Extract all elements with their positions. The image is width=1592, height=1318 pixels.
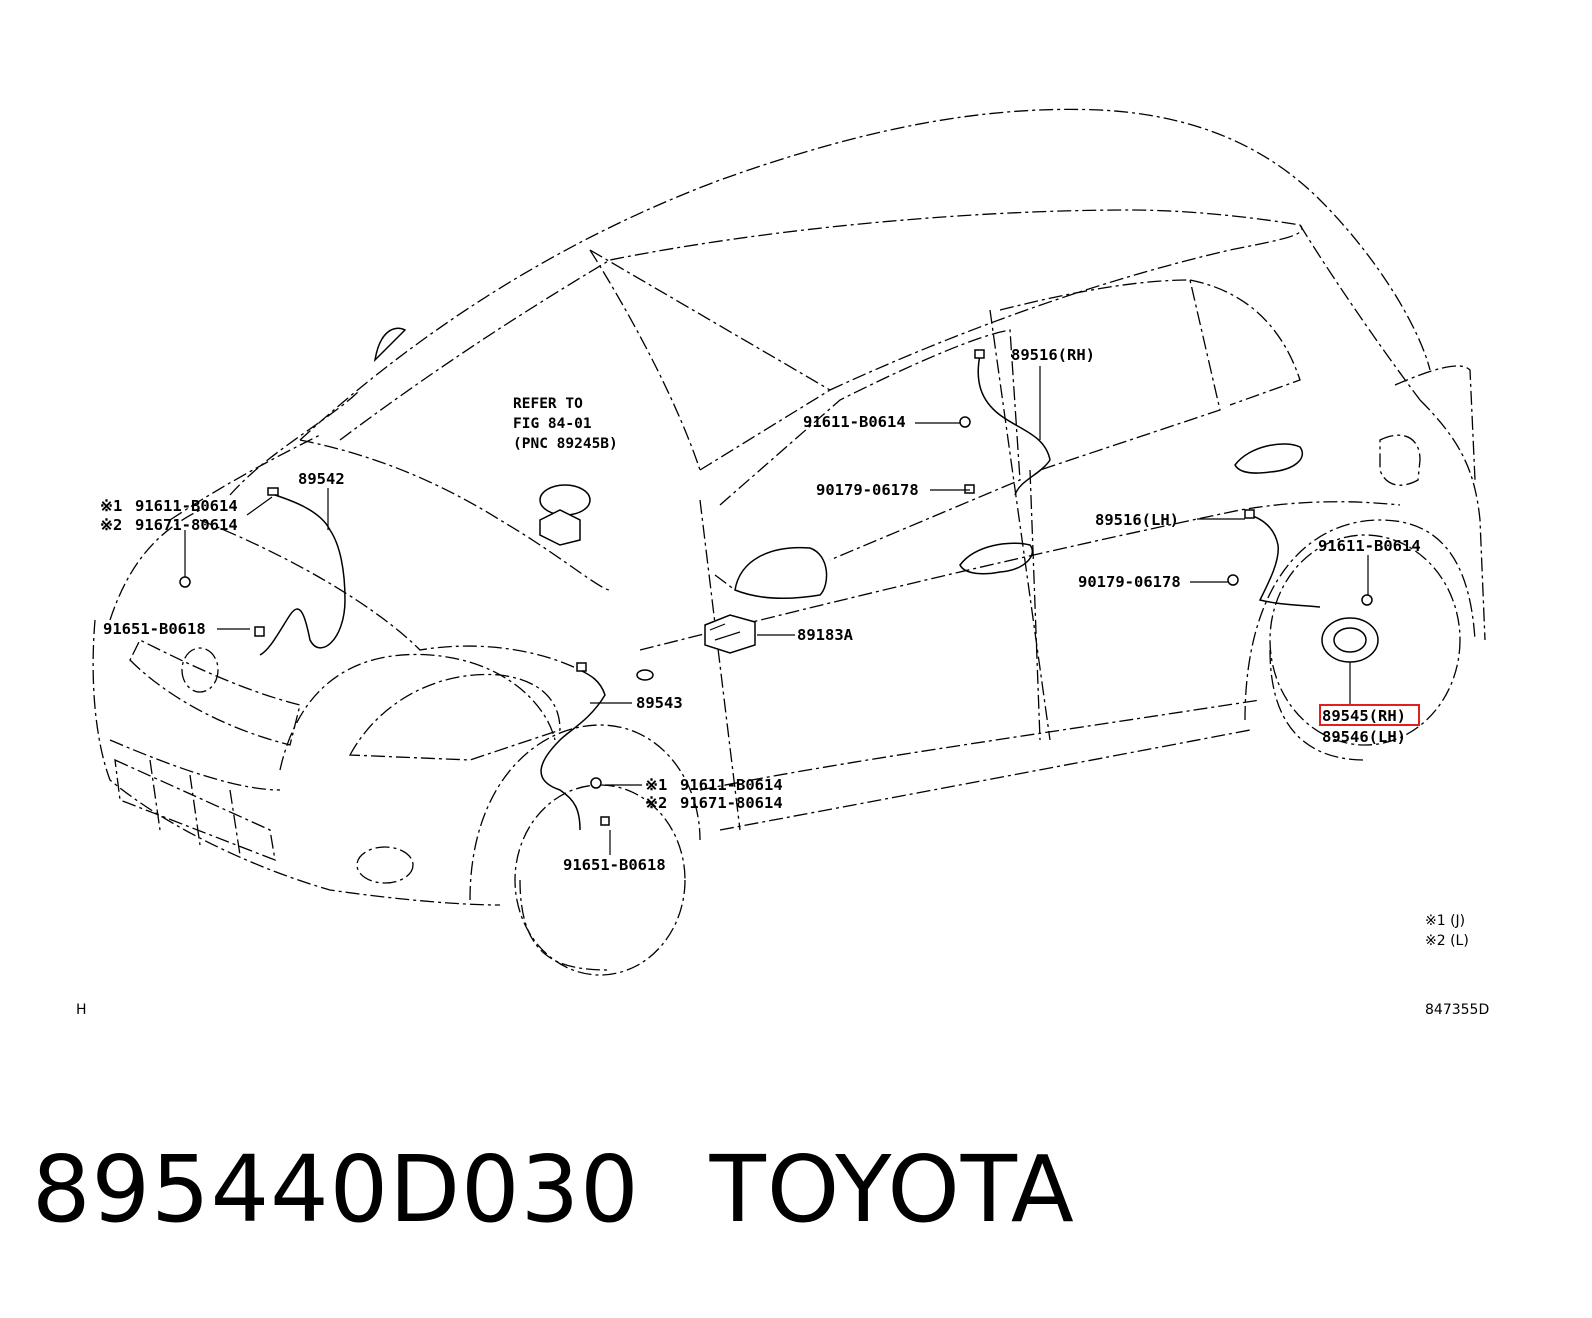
label-89545-rh[interactable]: 89545(RH): [1322, 707, 1406, 725]
refer-note-line-2: FIG 84-01: [513, 416, 592, 432]
refer-note: REFER TO FIG 84-01 (PNC 89245B): [513, 396, 618, 452]
label-90179-06178-right[interactable]: 90179-06178: [1078, 573, 1181, 591]
corner-code-right: 847355D: [1425, 1002, 1489, 1018]
part-spiral-cable: [539, 484, 591, 546]
label-front-91611-marker: ※1: [645, 776, 667, 794]
label-89542[interactable]: 89542: [298, 470, 345, 488]
label-89546-lh[interactable]: 89546(LH): [1322, 728, 1406, 746]
label-89516-lh[interactable]: 89516(LH): [1095, 511, 1179, 529]
label-left-91651[interactable]: 91651-B0618: [103, 620, 206, 638]
part-rear-harness-lh: [1227, 509, 1373, 608]
label-front-91611[interactable]: 91611-B0614: [680, 776, 783, 794]
label-left-91611-marker: ※1: [100, 497, 122, 515]
label-89183a[interactable]: 89183A: [797, 626, 854, 644]
leader-lines: [184, 366, 1369, 855]
part-rear-axle-hub-89545: [1321, 617, 1379, 663]
highlight-box: [1319, 704, 1420, 726]
label-left-91671-marker: ※2: [100, 516, 122, 534]
label-91611-b0614-center[interactable]: 91611-B0614: [803, 413, 906, 431]
label-89516-rh[interactable]: 89516(RH): [1011, 346, 1095, 364]
label-front-91671[interactable]: 91671-80614: [680, 794, 783, 812]
part-rear-harness-rh: [959, 349, 1051, 496]
label-89543[interactable]: 89543: [636, 694, 683, 712]
legend-line-1: ※1 (J): [1425, 913, 1465, 929]
label-front-91651[interactable]: 91651-B0618: [563, 856, 666, 874]
refer-note-line-1: REFER TO: [513, 396, 583, 412]
legend-line-2: ※2 (L): [1425, 933, 1469, 949]
label-front-91671-marker: ※2: [645, 794, 667, 812]
label-90179-06178-center[interactable]: 90179-06178: [816, 481, 919, 499]
label-left-91671[interactable]: 91671-80614: [135, 516, 238, 534]
part-front-left-sensor-harness: [179, 487, 346, 656]
footer-part-number: 895440D030: [32, 1136, 640, 1243]
corner-code-left: H: [76, 1002, 87, 1018]
part-front-right-sensor-harness: [540, 662, 610, 831]
part-abs-actuator-89183a: [704, 614, 756, 654]
footer-brand: TOYOTA: [709, 1136, 1075, 1243]
car-body-outline: [92, 108, 1486, 976]
refer-note-line-3: (PNC 89245B): [513, 436, 618, 452]
label-left-91611[interactable]: 91611-B0614: [135, 497, 238, 515]
label-91611-b0614-right[interactable]: 91611-B0614: [1318, 537, 1421, 555]
